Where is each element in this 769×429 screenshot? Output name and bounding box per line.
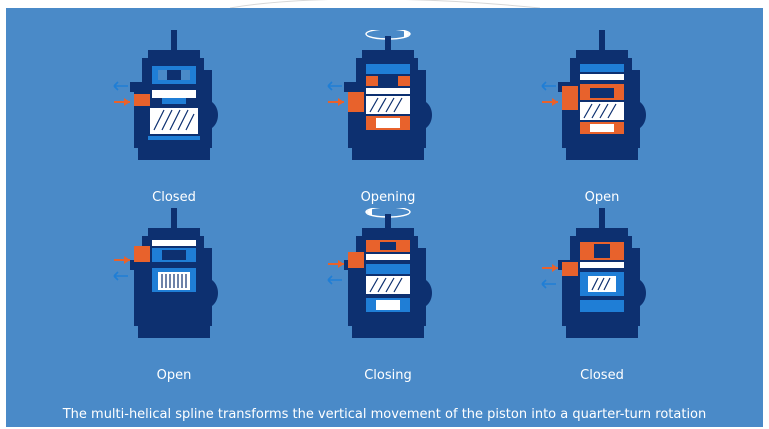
actuator-closed-top: Closed: [104, 30, 244, 180]
actuator-closing: Closing: [318, 208, 458, 358]
state-label: Closing: [318, 368, 458, 383]
diagram-caption: The multi-helical spline transforms the …: [6, 407, 763, 422]
actuator-open-bottom: Open: [104, 208, 244, 358]
state-label: Open: [532, 190, 672, 205]
actuator-diagram: [540, 30, 664, 180]
actuator-diagram: [112, 208, 236, 358]
state-label: Open: [104, 368, 244, 383]
diagram-panel: Closed Opening: [6, 8, 763, 427]
state-label: Opening: [318, 190, 458, 205]
actuator-opening: Opening: [318, 30, 458, 180]
actuator-open-top: Open: [532, 30, 672, 180]
actuator-diagram: [112, 30, 236, 180]
actuator-diagram: [540, 208, 664, 358]
state-label: Closed: [104, 190, 244, 205]
state-label: Closed: [532, 368, 672, 383]
actuator-closed-bottom: Closed: [532, 208, 672, 358]
actuator-diagram: [326, 30, 450, 180]
actuator-diagram: [326, 208, 450, 358]
